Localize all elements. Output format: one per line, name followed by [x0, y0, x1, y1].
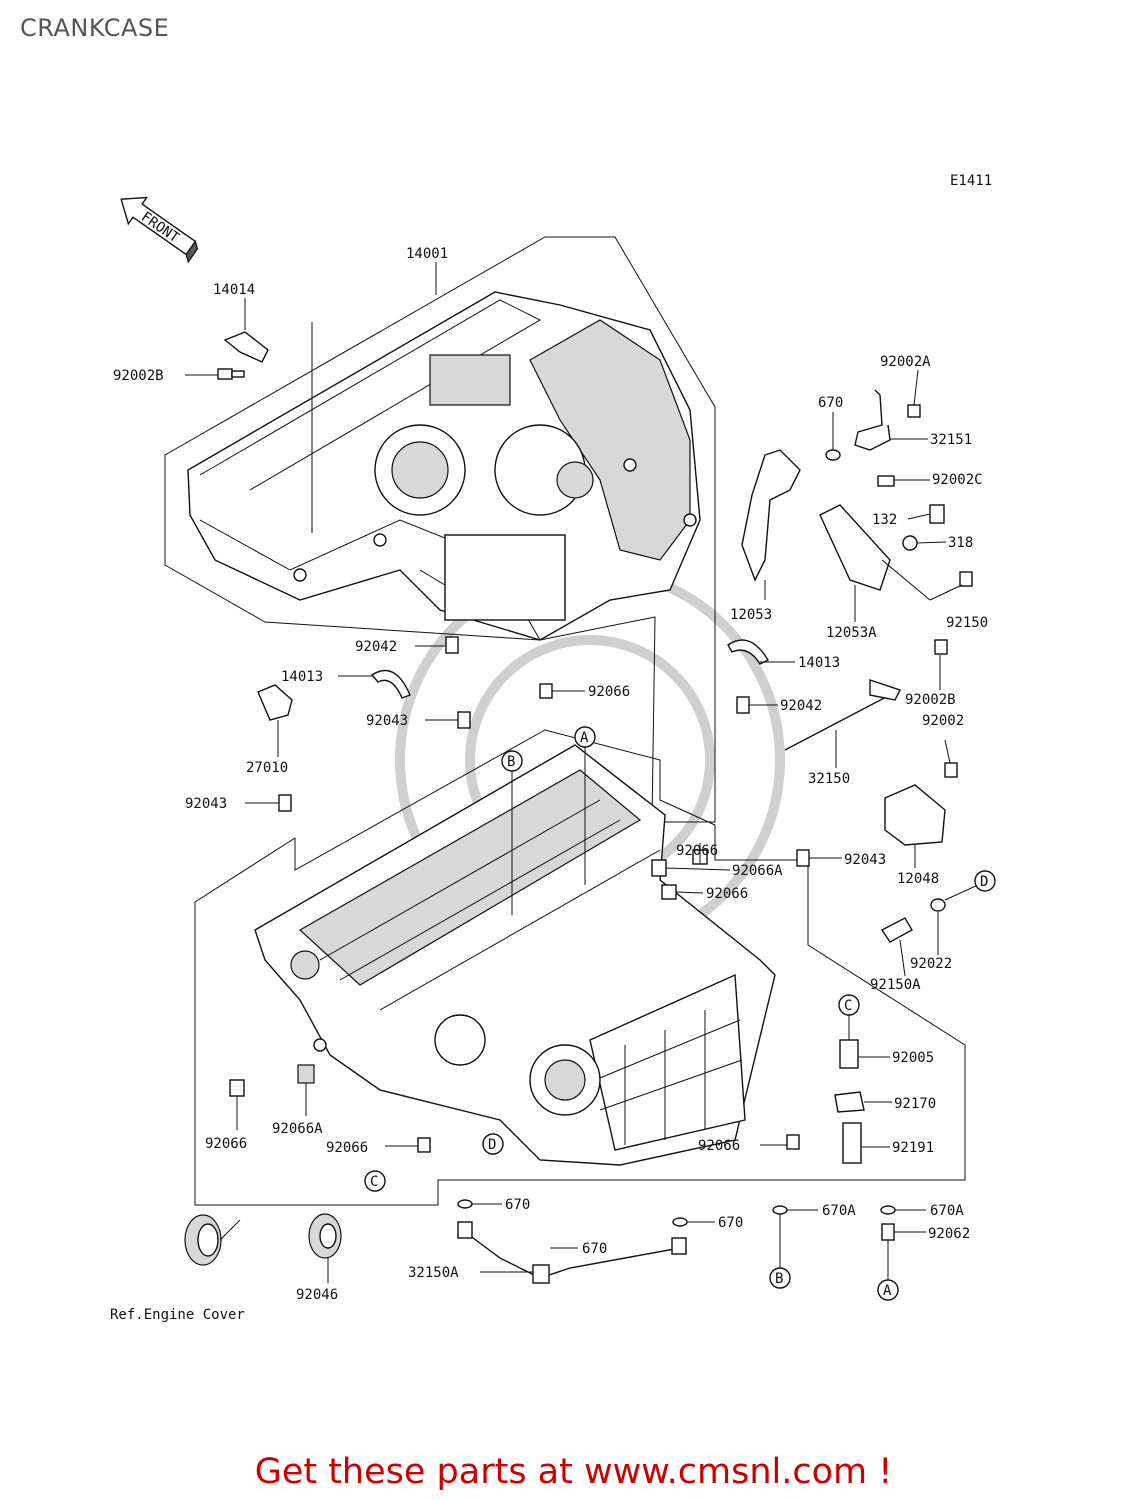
svg-text:C: C	[844, 998, 852, 1014]
marker-a-bottom: A	[877, 1279, 899, 1301]
marker-d-lower: D	[482, 1133, 504, 1155]
callout-92150A: 92150A	[870, 977, 921, 993]
callout-92150: 92150	[946, 615, 988, 631]
callout-32150: 32150	[808, 771, 850, 787]
callout-670-b: 670	[582, 1241, 607, 1257]
callout-92066A-right: 92066A	[732, 863, 783, 879]
ref-engine-cover-note: Ref.Engine Cover	[110, 1307, 245, 1323]
lower-crankcase	[194, 729, 966, 1206]
callout-670-top: 670	[818, 395, 843, 411]
leader-lines	[185, 262, 979, 1283]
callout-92062: 92062	[928, 1226, 970, 1242]
callout-670A-b: 670A	[930, 1203, 964, 1219]
callout-92002: 92002	[922, 713, 964, 729]
callout-92191: 92191	[892, 1140, 934, 1156]
marker-d-right: D	[974, 870, 996, 892]
small-parts	[184, 331, 973, 1284]
callout-32150A: 32150A	[408, 1265, 459, 1281]
callout-12053: 12053	[730, 607, 772, 623]
callout-92042-right: 92042	[780, 698, 822, 714]
callout-labels: 14001 14014 92002B 92002A 670 32151 9200…	[110, 246, 988, 1323]
callout-92002B-right: 92002B	[905, 692, 956, 708]
callout-92066-upper: 92066	[588, 684, 630, 700]
callout-12053A: 12053A	[826, 625, 877, 641]
callout-92046: 92046	[296, 1287, 338, 1303]
svg-text:B: B	[507, 754, 515, 770]
svg-text:D: D	[980, 874, 988, 890]
callout-92002A: 92002A	[880, 354, 931, 370]
callout-92066-lower-right: 92066	[698, 1138, 740, 1154]
marker-a-top: A	[574, 726, 596, 748]
callout-14013-right: 14013	[798, 655, 840, 671]
callout-670-a: 670	[505, 1197, 530, 1213]
callout-92002B-left: 92002B	[113, 368, 164, 384]
callout-92043-mid: 92043	[366, 713, 408, 729]
callout-12048: 12048	[897, 871, 939, 887]
svg-text:A: A	[580, 730, 589, 746]
callout-14001: 14001	[406, 246, 448, 262]
callout-92066-lower-mid: 92066	[326, 1140, 368, 1156]
callout-92043-left: 92043	[185, 796, 227, 812]
callout-92066A-lower: 92066A	[272, 1121, 323, 1137]
svg-text:C: C	[370, 1174, 378, 1190]
page-title: CRANKCASE	[20, 14, 170, 42]
marker-b-top: B	[501, 750, 523, 772]
front-label: FRONT	[138, 209, 182, 247]
svg-text:B: B	[775, 1271, 783, 1287]
footer-link-banner[interactable]: Get these parts at www.cmsnl.com !	[0, 1452, 1147, 1492]
callout-92066-lower-left: 92066	[205, 1136, 247, 1152]
circle-markers: A B D C D C B A	[364, 726, 996, 1301]
upper-crankcase	[164, 236, 716, 823]
callout-32151: 32151	[930, 432, 972, 448]
marker-c-lower: C	[364, 1170, 386, 1192]
callout-92002C: 92002C	[932, 472, 983, 488]
footer-link[interactable]: Get these parts at www.cmsnl.com !	[254, 1452, 893, 1492]
callout-92066-a: 92066	[676, 843, 718, 859]
marker-b-bottom: B	[769, 1267, 791, 1289]
callout-92022: 92022	[910, 956, 952, 972]
callout-132: 132	[872, 512, 897, 528]
callout-92005: 92005	[892, 1050, 934, 1066]
marker-c-right: C	[838, 994, 860, 1016]
callout-318: 318	[948, 535, 973, 551]
callout-92170: 92170	[894, 1096, 936, 1112]
svg-text:D: D	[488, 1137, 496, 1153]
svg-text:A: A	[883, 1283, 892, 1299]
callout-92042-upper: 92042	[355, 639, 397, 655]
callout-670A-a: 670A	[822, 1203, 856, 1219]
front-arrow-icon: FRONT	[120, 196, 199, 264]
callout-14013-left: 14013	[281, 669, 323, 685]
diagram-code: E1411	[950, 173, 992, 189]
callout-14014: 14014	[213, 282, 255, 298]
callout-670-c: 670	[718, 1215, 743, 1231]
callout-27010: 27010	[246, 760, 288, 776]
callout-92066-b: 92066	[706, 886, 748, 902]
callout-92043-right: 92043	[844, 852, 886, 868]
